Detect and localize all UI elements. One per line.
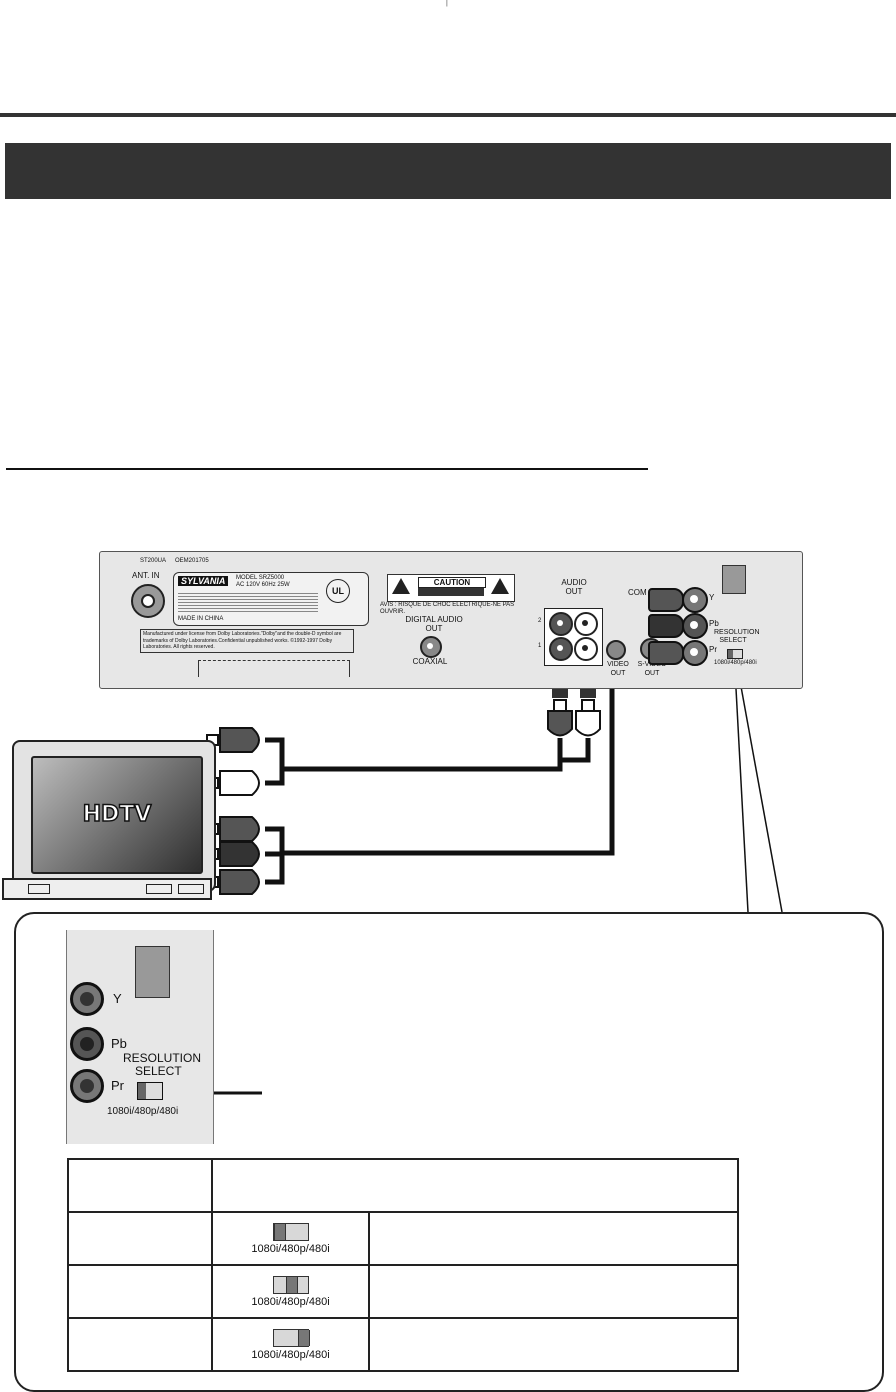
- zoom-square: [135, 946, 170, 998]
- dolby-notice-text: Manufactured under license from Dolby La…: [143, 631, 342, 650]
- description-cell: [368, 1317, 739, 1372]
- page-rule: [0, 113, 896, 117]
- zoom-pr-label: Pr: [111, 1078, 124, 1093]
- video-out-label: VIDEO OUT: [607, 661, 629, 677]
- label-bracket: [198, 660, 350, 677]
- audio-jack-1l[interactable]: [549, 637, 573, 661]
- caution-label: CAUTION: [387, 574, 515, 602]
- comp-plug-y: [648, 588, 684, 612]
- ch2-label: 2: [538, 618, 542, 624]
- ul-mark-icon: UL: [326, 579, 350, 603]
- switch-cell: 1080i/480p/480i: [211, 1264, 370, 1319]
- pr-label: Pr: [709, 645, 717, 654]
- section-title-bar: [5, 143, 891, 199]
- resolution-callout: [14, 912, 884, 1392]
- zoom-resolution-label-2: SELECT: [135, 1064, 182, 1078]
- made-in-label: MADE IN CHINA: [178, 616, 224, 622]
- switch-diagram-left: [272, 1222, 309, 1241]
- hdtv-label: HDTV: [82, 801, 152, 828]
- callout-line: [734, 669, 749, 913]
- description-cell: [368, 1264, 739, 1319]
- jack-pb[interactable]: [682, 613, 708, 639]
- switch-cell: 1080i/480p/480i: [211, 1211, 370, 1266]
- y-label: Y: [709, 593, 715, 602]
- switch-cell: 1080i/480p/480i: [211, 1317, 370, 1372]
- comp-plug-pb: [648, 614, 684, 638]
- hdtv-set: HDTV: [12, 740, 216, 892]
- zoomed-panel: Y Pb Pr RESOLUTION SELECT 1080i/480p/480…: [66, 930, 214, 1144]
- pb-label: Pb: [709, 619, 719, 628]
- zoom-resolution-options: 1080i/480p/480i: [107, 1106, 179, 1117]
- digital-audio-out-label: DIGITAL AUDIO OUT: [405, 615, 463, 633]
- ant-in-label: ANT. IN: [132, 571, 160, 580]
- subsection-underline: [6, 468, 648, 470]
- brand-logo: SYLVANIA: [178, 576, 229, 586]
- row-label-cell: [67, 1317, 213, 1372]
- row-label-cell: [67, 1211, 213, 1266]
- player-rear-panel: ST200UA OEM201705 ANT. IN SYLVANIA MODEL…: [99, 551, 803, 689]
- coaxial-jack[interactable]: [420, 636, 442, 658]
- zoom-jack-pb[interactable]: [70, 1027, 104, 1061]
- switch-diagram-right: [272, 1328, 310, 1347]
- jack-pr[interactable]: [682, 640, 708, 666]
- component-label: COM: [628, 588, 647, 597]
- audio-jack-2l[interactable]: [549, 612, 573, 636]
- fine-print-lines: [178, 591, 318, 613]
- ch1-label: 1: [538, 643, 542, 649]
- caution-title: CAUTION: [418, 577, 486, 588]
- resolution-table: 1080i/480p/480i 1080i/480p/480i 1080i/48…: [67, 1158, 739, 1372]
- video-out-jack[interactable]: [606, 640, 626, 660]
- zoom-jack-y[interactable]: [70, 982, 104, 1016]
- zoom-resolution-label-1: RESOLUTION: [123, 1051, 202, 1065]
- rating-label: SYLVANIA MODEL SRZ5000 AC 120V 60Hz 25W …: [173, 572, 369, 626]
- dolby-notice: Manufactured under license from Dolby La…: [140, 629, 354, 653]
- warning-icon: [392, 578, 410, 594]
- top-mark: |: [446, 0, 448, 7]
- coaxial-label: COAXIAL: [412, 657, 448, 666]
- jack-y[interactable]: [682, 587, 708, 613]
- model-code: ST200UA: [140, 558, 167, 564]
- switch-caption: 1080i/480p/480i: [251, 1348, 330, 1361]
- tv-screen: HDTV: [31, 756, 203, 874]
- warning-icon-right: [491, 578, 509, 594]
- resolution-switch[interactable]: [727, 649, 743, 659]
- header-cell-left: [67, 1158, 213, 1213]
- tv-stand: [2, 878, 212, 900]
- description-cell: [368, 1211, 739, 1266]
- row-label-cell: [67, 1264, 213, 1319]
- panel-square: [722, 565, 746, 594]
- audio-cable-right: [265, 769, 285, 786]
- oem-code: OEM201705: [175, 558, 209, 564]
- audio-out-plugs: [547, 699, 601, 737]
- zoom-y-label: Y: [113, 991, 122, 1006]
- audio-jack-2r[interactable]: [574, 612, 598, 636]
- model-line: MODEL SRZ5000: [236, 575, 285, 581]
- header-cell-right: [211, 1158, 739, 1213]
- zoom-resolution-switch[interactable]: [137, 1082, 163, 1100]
- resolution-options: 1080i/480p/480i: [714, 660, 757, 666]
- audio-out-block: [544, 608, 603, 666]
- table-header-row: [67, 1158, 739, 1213]
- audio-cable-left: [265, 737, 563, 772]
- audio-out-label: AUDIO OUT: [561, 578, 587, 596]
- table-row: 1080i/480p/480i: [67, 1317, 739, 1372]
- switch-caption: 1080i/480p/480i: [251, 1242, 330, 1255]
- switch-diagram-center: [272, 1275, 309, 1294]
- zoom-pb-label: Pb: [111, 1036, 127, 1051]
- power-line: AC 120V 60Hz 25W: [236, 582, 290, 588]
- ant-in-jack[interactable]: [131, 584, 165, 618]
- table-row: 1080i/480p/480i: [67, 1211, 739, 1266]
- zoom-jack-pr[interactable]: [70, 1069, 104, 1103]
- comp-plug-pr: [648, 641, 684, 665]
- caution-band: [418, 588, 484, 596]
- audio-jack-1r[interactable]: [574, 637, 598, 661]
- table-row: 1080i/480p/480i: [67, 1264, 739, 1319]
- switch-caption: 1080i/480p/480i: [251, 1295, 330, 1308]
- caution-fr: AVIS : RISQUE DE CHOC ELECTRIQUE-NE PAS …: [380, 602, 515, 615]
- resolution-select-label: RESOLUTION SELECT: [714, 629, 760, 644]
